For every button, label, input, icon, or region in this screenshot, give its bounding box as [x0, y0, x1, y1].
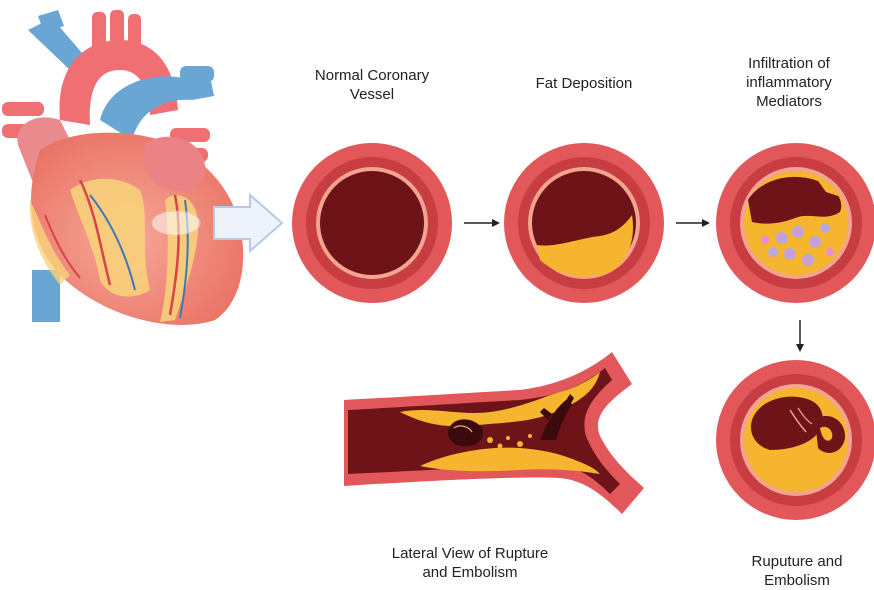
label-line: and Embolism: [370, 563, 570, 582]
rupture-cross-section: [716, 360, 874, 520]
inflammatory-label: Infiltration of inflammatory Mediators: [714, 54, 864, 111]
normal-vessel-cross-section: [292, 143, 452, 303]
label-line: Mediators: [714, 92, 864, 111]
lateral-view-label: Lateral View of Rupture and Embolism: [370, 544, 570, 582]
heart-illustration: [2, 10, 243, 325]
arrow-right-icon: [464, 219, 500, 227]
lateral-view-vessel: [344, 352, 644, 514]
label-line: Vessel: [302, 85, 442, 104]
arrow-right-icon: [676, 219, 710, 227]
label-line: Ruputure and: [722, 552, 872, 571]
label-line: Normal Coronary: [302, 66, 442, 85]
rupture-label: Ruputure and Embolism: [722, 552, 872, 590]
label-line: Fat Deposition: [514, 74, 654, 93]
label-line: Infiltration of: [714, 54, 864, 73]
normal-vessel-label: Normal Coronary Vessel: [302, 66, 442, 104]
fat-deposition-label: Fat Deposition: [514, 74, 654, 93]
label-line: Lateral View of Rupture: [370, 544, 570, 563]
arrow-down-icon: [796, 320, 804, 352]
fat-deposition-cross-section: [504, 143, 664, 303]
label-line: inflammatory: [714, 73, 864, 92]
inflammatory-cross-section: [716, 143, 874, 303]
label-line: Embolism: [722, 571, 872, 590]
